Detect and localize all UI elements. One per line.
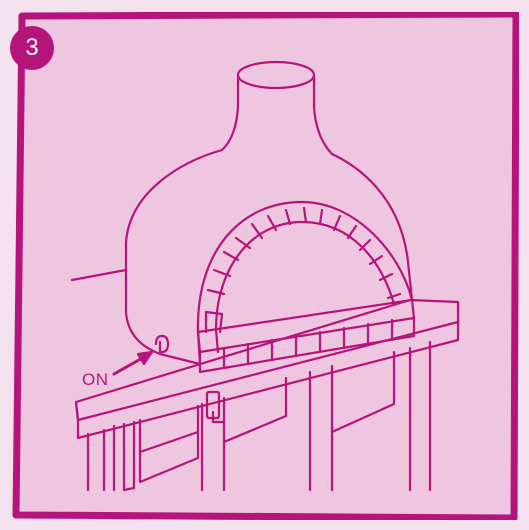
step-number-badge: 3: [10, 26, 54, 70]
oven-illustration: [10, 12, 519, 520]
step-number: 3: [25, 34, 38, 62]
instruction-panel: 3 ON: [10, 12, 519, 520]
on-label: ON: [82, 370, 109, 390]
panel-frame: [16, 14, 516, 518]
